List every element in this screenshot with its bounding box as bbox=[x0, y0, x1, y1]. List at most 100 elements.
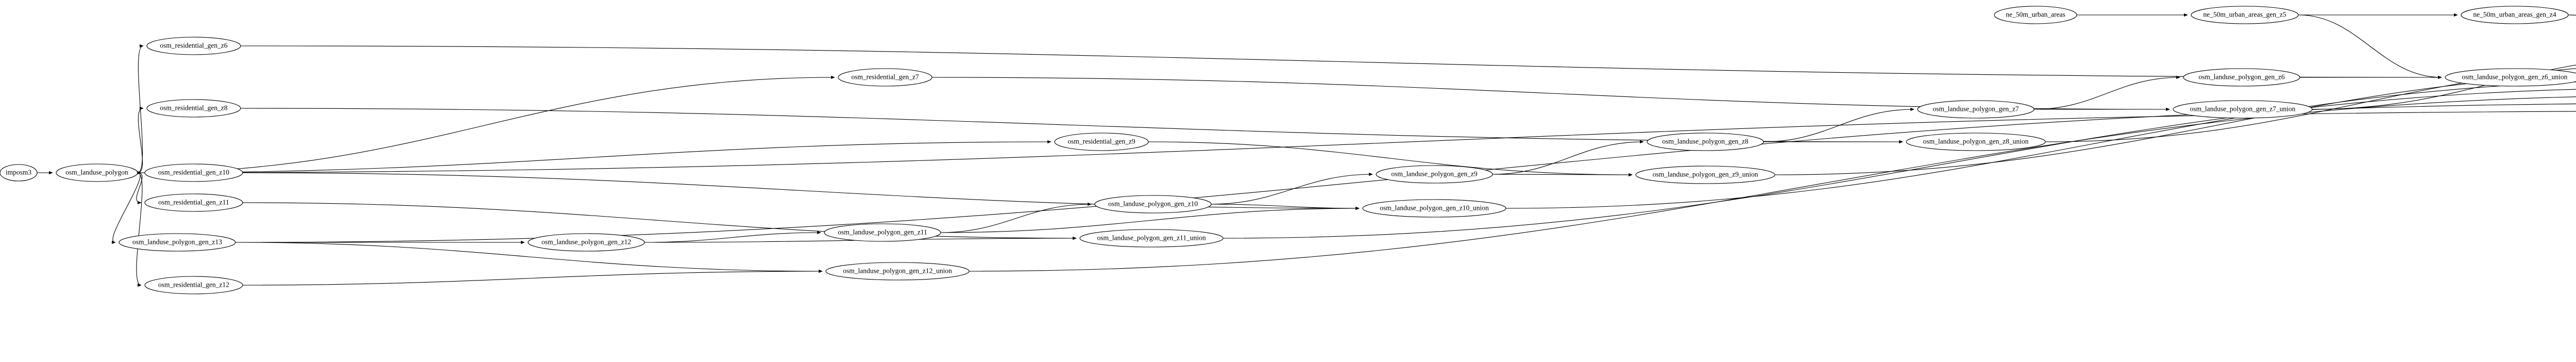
graph-node-osm_landuse_polygon_gen_z11_union[interactable]: osm_landuse_polygon_gen_z11_union bbox=[1079, 229, 1224, 248]
node-ellipse-shape bbox=[56, 163, 138, 182]
graph-edge bbox=[2568, 14, 2576, 15]
graph-edge bbox=[1763, 107, 1914, 142]
node-ellipse-shape bbox=[1054, 133, 1149, 151]
graph-edge bbox=[235, 242, 823, 273]
graph-edge bbox=[137, 106, 144, 173]
graph-edge bbox=[137, 75, 835, 173]
graph-node-osm_landuse_polygon_gen_z7[interactable]: osm_landuse_polygon_gen_z7 bbox=[1917, 100, 2035, 119]
node-label-text: osm_residential_gen_z8 bbox=[160, 104, 227, 112]
graph-node-ne_50m_urban_areas_gen_z5[interactable]: ne_50m_urban_areas_gen_z5 bbox=[2191, 6, 2299, 24]
edge-layer bbox=[37, 13, 2576, 287]
graph-node-osm_residential_gen_z10[interactable]: osm_residential_gen_z10 bbox=[144, 163, 243, 182]
graph-edge bbox=[2045, 68, 2576, 142]
graph-node-osm_residential_gen_z8[interactable]: osm_residential_gen_z8 bbox=[146, 99, 241, 118]
node-ellipse-shape bbox=[838, 68, 933, 87]
node-label-text: osm_landuse_polygon_gen_z11_union bbox=[1097, 234, 1206, 242]
graph-node-osm_residential_gen_z9[interactable]: osm_residential_gen_z9 bbox=[1054, 133, 1149, 151]
graph-node-osm_landuse_polygon_gen_z10_union[interactable]: osm_landuse_polygon_gen_z10_union bbox=[1362, 199, 1506, 218]
node-label-text: osm_landuse_polygon_gen_z13 bbox=[132, 238, 222, 246]
node-ellipse-shape bbox=[1917, 100, 2035, 119]
graph-node-osm_landuse_polygon_gen_z8[interactable]: osm_landuse_polygon_gen_z8 bbox=[1647, 133, 1764, 151]
graph-edge bbox=[1505, 81, 2576, 209]
node-ellipse-shape bbox=[2445, 68, 2576, 87]
node-label-text: osm_landuse_polygon_gen_z9 bbox=[1391, 170, 1477, 178]
graph-edge bbox=[1223, 89, 2576, 239]
node-ellipse-shape bbox=[144, 276, 243, 294]
graph-edge bbox=[137, 140, 1052, 173]
graph-edge bbox=[1492, 140, 1644, 175]
graph-edge bbox=[137, 111, 2576, 173]
node-ellipse-shape bbox=[528, 233, 645, 252]
graph-node-osm_landuse_polygon_gen_z11[interactable]: osm_landuse_polygon_gen_z11 bbox=[824, 223, 941, 242]
node-label-text: osm_landuse_polygon_gen_z7_union bbox=[2190, 105, 2296, 113]
graph-edge bbox=[2568, 14, 2576, 16]
graph-edge bbox=[112, 172, 141, 244]
graph-node-imposm3[interactable]: imposm3 bbox=[0, 164, 38, 182]
node-label-text: ne_50m_urban_areas_gen_z5 bbox=[2203, 11, 2286, 19]
graph-node-osm_landuse_polygon_gen_z12[interactable]: osm_landuse_polygon_gen_z12 bbox=[528, 233, 645, 252]
node-label-text: osm_residential_gen_z9 bbox=[1067, 138, 1135, 145]
node-label-text: osm_landuse_polygon_gen_z8 bbox=[1662, 138, 1748, 145]
node-ellipse-shape bbox=[1094, 195, 1212, 213]
graph-node-osm_landuse_polygon[interactable]: osm_landuse_polygon bbox=[56, 163, 138, 182]
graph-edge bbox=[240, 108, 1903, 144]
node-label-text: imposm3 bbox=[6, 169, 32, 176]
node-ellipse-shape bbox=[825, 262, 970, 281]
graph-node-osm_landuse_polygon_gen_z12_union[interactable]: osm_landuse_polygon_gen_z12_union bbox=[825, 262, 970, 281]
node-ellipse-shape bbox=[144, 163, 243, 182]
graph-edge bbox=[242, 202, 1077, 240]
graph-edge bbox=[240, 45, 2442, 79]
node-label-text: ne_50m_urban_areas bbox=[2006, 11, 2065, 19]
graph-edge bbox=[136, 172, 143, 287]
graph-edge bbox=[644, 231, 821, 243]
node-label-text: osm_residential_gen_z10 bbox=[158, 169, 229, 176]
graph-node-osm_residential_gen_z7[interactable]: osm_residential_gen_z7 bbox=[838, 68, 933, 87]
graph-node-osm_landuse_polygon_gen_z9[interactable]: osm_landuse_polygon_gen_z9 bbox=[1376, 165, 1493, 184]
node-ellipse-shape bbox=[146, 99, 241, 118]
graph-node-osm_landuse_polygon_gen_z7_union[interactable]: osm_landuse_polygon_gen_z7_union bbox=[2173, 100, 2313, 119]
graph-node-osm_landuse_polygon_gen_z6_union[interactable]: osm_landuse_polygon_gen_z6_union bbox=[2445, 68, 2576, 87]
node-label-text: osm_residential_gen_z11 bbox=[158, 199, 229, 206]
node-ellipse-shape bbox=[118, 233, 236, 252]
graph-node-osm_landuse_polygon_gen_z6[interactable]: osm_landuse_polygon_gen_z6 bbox=[2183, 68, 2300, 87]
node-label-text: osm_residential_gen_z6 bbox=[160, 42, 227, 50]
graph-node-osm_landuse_polygon_gen_z13[interactable]: osm_landuse_polygon_gen_z13 bbox=[118, 233, 236, 252]
graph-node-ne_50m_urban_areas_gen_z4[interactable]: ne_50m_urban_areas_gen_z4 bbox=[2461, 6, 2569, 24]
node-label-text: osm_residential_gen_z12 bbox=[158, 281, 229, 289]
graph-node-osm_landuse_polygon_gen_z9_union[interactable]: osm_landuse_polygon_gen_z9_union bbox=[1635, 166, 1775, 184]
node-ellipse-shape bbox=[144, 193, 243, 212]
graph-node-osm_residential_gen_z6[interactable]: osm_residential_gen_z6 bbox=[146, 37, 241, 55]
node-label-text: osm_landuse_polygon_gen_z9_union bbox=[1653, 171, 1758, 178]
node-layer: imposm3 osm_landuse_polygon osm_residentia… bbox=[0, 6, 2576, 294]
node-ellipse-shape bbox=[1994, 6, 2077, 24]
graph-edge bbox=[2298, 14, 2442, 79]
node-ellipse-shape bbox=[824, 223, 941, 242]
node-ellipse-shape bbox=[1906, 133, 2046, 151]
graph-edge bbox=[1211, 172, 1373, 205]
graph-node-osm_landuse_polygon_gen_z10[interactable]: osm_landuse_polygon_gen_z10 bbox=[1094, 195, 1212, 213]
graph-edge bbox=[940, 202, 1092, 233]
node-label-text: osm_landuse_polygon_gen_z6 bbox=[2198, 73, 2284, 81]
graph-edge bbox=[1492, 173, 1633, 177]
graph-node-ne_50m_urban_areas[interactable]: ne_50m_urban_areas bbox=[1994, 6, 2077, 24]
node-label-text: osm_landuse_polygon_gen_z11 bbox=[838, 228, 927, 236]
node-ellipse-shape bbox=[0, 164, 38, 182]
node-label-text: osm_landuse_polygon_gen_z12_union bbox=[843, 267, 952, 275]
graph-node-osm_residential_gen_z12[interactable]: osm_residential_gen_z12 bbox=[144, 276, 243, 294]
graph-edge bbox=[136, 172, 143, 205]
graph-node-osm_landuse_polygon_gen_z8_union[interactable]: osm_landuse_polygon_gen_z8_union bbox=[1906, 133, 2046, 151]
graph-edge bbox=[1211, 204, 1360, 210]
node-ellipse-shape bbox=[1362, 199, 1506, 218]
graph-edge bbox=[940, 206, 1360, 233]
node-ellipse-shape bbox=[2183, 68, 2300, 87]
node-label-text: osm_landuse_polygon_gen_z10 bbox=[1108, 200, 1198, 208]
node-ellipse-shape bbox=[2173, 100, 2313, 119]
graph-edge bbox=[1148, 141, 1633, 177]
node-label-text: osm_landuse_polygon_gen_z10_union bbox=[1380, 204, 1489, 212]
node-label-text: osm_landuse_polygon_gen_z8_union bbox=[1923, 138, 2029, 145]
graph-edge bbox=[2033, 75, 2180, 110]
graph-node-osm_residential_gen_z11[interactable]: osm_residential_gen_z11 bbox=[144, 193, 243, 212]
node-label-text: osm_landuse_polygon_gen_z6_union bbox=[2462, 73, 2568, 81]
